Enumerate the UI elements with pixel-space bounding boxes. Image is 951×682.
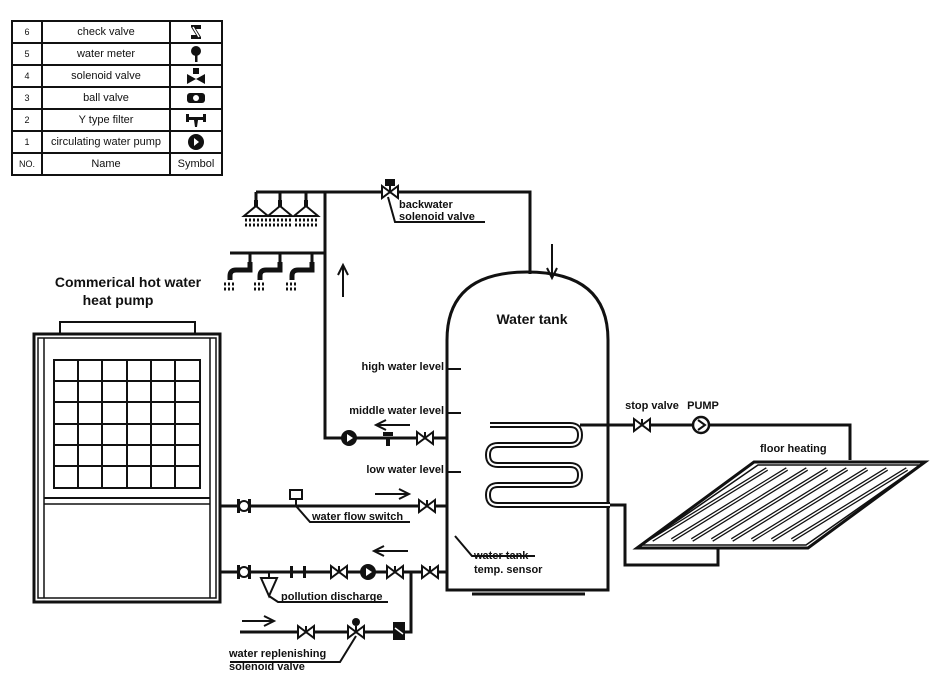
pump-label: PUMP bbox=[687, 400, 719, 412]
stop-valve-icon bbox=[633, 418, 651, 432]
pump-icon bbox=[169, 130, 223, 154]
return-union-icon bbox=[236, 564, 252, 580]
heat-pump-title-line1: Commerical hot water bbox=[55, 274, 202, 290]
legend-name: solenoid valve bbox=[41, 64, 171, 88]
water-flow-switch-label: water flow switch bbox=[311, 511, 403, 523]
supply-ball-valve-icon bbox=[418, 499, 436, 513]
replenish-check-valve-icon bbox=[393, 622, 405, 640]
heat-pump-grille bbox=[53, 359, 201, 489]
legend-no: 5 bbox=[11, 42, 43, 66]
flow-arrow-left-bottom-icon bbox=[371, 545, 408, 557]
pollution-discharge-label: pollution discharge bbox=[281, 591, 382, 603]
stop-valve-label: stop valve bbox=[625, 400, 679, 412]
temp-sensor-label-line2: temp. sensor bbox=[474, 564, 543, 576]
legend-name: water meter bbox=[41, 42, 171, 66]
floor-heating-supply-pipe bbox=[580, 423, 852, 460]
y-filter-icon bbox=[169, 108, 223, 132]
legend-name: circulating water pump bbox=[41, 130, 171, 154]
replenish-label-line1: water replenishing bbox=[228, 648, 326, 660]
faucet-2-icon bbox=[254, 262, 280, 289]
heat-pump-title-line2: heat pump bbox=[83, 292, 154, 308]
bottom-y-filter-icon bbox=[290, 566, 306, 578]
return-pump-icon bbox=[341, 430, 357, 446]
replenish-ball-valve-icon bbox=[297, 625, 315, 639]
legend-name: check valve bbox=[41, 20, 171, 44]
floor-pump-icon bbox=[691, 415, 711, 435]
flow-arrow-left-icon bbox=[373, 419, 410, 431]
backwater-label-line2: solenoid valve bbox=[399, 211, 475, 223]
supply-union-icon bbox=[236, 498, 252, 514]
flow-arrow-up-icon bbox=[337, 262, 349, 297]
shower-head-2-icon bbox=[266, 198, 294, 227]
backwater-leader bbox=[387, 196, 485, 223]
legend-no: 2 bbox=[11, 108, 43, 132]
faucet-1-icon bbox=[224, 262, 250, 289]
shower-head-1-icon bbox=[242, 198, 270, 227]
water-flow-switch-icon bbox=[289, 489, 303, 506]
replenish-label-line2: solenoid valve bbox=[229, 661, 305, 673]
water-tank bbox=[445, 270, 610, 596]
water-meter-icon bbox=[169, 42, 223, 66]
legend-header-no: NO. bbox=[11, 152, 43, 176]
legend-table: 6 check valve 5 water meter 4 solenoid v… bbox=[11, 20, 223, 176]
backwater-solenoid-valve-icon bbox=[381, 179, 399, 199]
circulating-pump-icon bbox=[360, 564, 376, 580]
middle-water-level-label: middle water level bbox=[349, 405, 444, 417]
bottom-ball-valve-icon bbox=[330, 565, 348, 579]
high-water-level-label: high water level bbox=[361, 361, 444, 373]
legend-no: 1 bbox=[11, 130, 43, 154]
legend-name: ball valve bbox=[41, 86, 171, 110]
hot-water-supply-pipes bbox=[230, 190, 532, 440]
low-water-level-label: low water level bbox=[366, 464, 444, 476]
floor-heating-return-pipe bbox=[610, 503, 720, 567]
replenish-solenoid-valve-icon bbox=[347, 618, 365, 639]
shower-head-3-icon bbox=[292, 198, 320, 227]
pollution-leader bbox=[268, 595, 388, 603]
heat-pump-unit bbox=[32, 321, 222, 604]
legend-row: 3 ball valve bbox=[11, 86, 223, 110]
flow-arrow-right-icon bbox=[375, 488, 412, 500]
temp-sensor-label-line1: water tank bbox=[473, 550, 529, 562]
floor-heating-label: floor heating bbox=[760, 443, 827, 455]
ball-valve-icon bbox=[169, 86, 223, 110]
water-tank-title: Water tank bbox=[496, 311, 567, 327]
legend-header-row: NO. Name Symbol bbox=[11, 152, 223, 176]
flow-arrow-replenish-icon bbox=[242, 615, 277, 627]
return-y-filter-icon bbox=[383, 432, 393, 446]
legend-row: 4 solenoid valve bbox=[11, 64, 223, 88]
legend-header-symbol: Symbol bbox=[169, 152, 223, 176]
legend-no: 4 bbox=[11, 64, 43, 88]
faucet-3-icon bbox=[286, 262, 312, 289]
pollution-ball-valve-icon bbox=[259, 572, 279, 599]
floor-heating-panel bbox=[632, 460, 930, 550]
bottom-check-valve-icon bbox=[386, 565, 404, 579]
legend-name: Y type filter bbox=[41, 108, 171, 132]
temp-sensor-leader bbox=[454, 535, 535, 557]
legend-header-name: Name bbox=[41, 152, 171, 176]
legend-row: 2 Y type filter bbox=[11, 108, 223, 132]
solenoid-valve-icon bbox=[169, 64, 223, 88]
return-ball-valve-icon bbox=[416, 431, 434, 445]
flow-arrow-down-icon bbox=[546, 244, 558, 281]
backwater-label-line1: backwater bbox=[399, 199, 454, 211]
legend-row: 1 circulating water pump bbox=[11, 130, 223, 154]
legend-no: 6 bbox=[11, 20, 43, 44]
legend-no: 3 bbox=[11, 86, 43, 110]
legend-row: 5 water meter bbox=[11, 42, 223, 66]
tank-outlet-valve-icon bbox=[421, 565, 439, 579]
check-valve-icon bbox=[169, 20, 223, 44]
replenish-leader bbox=[230, 635, 357, 663]
legend-row: 6 check valve bbox=[11, 20, 223, 44]
flow-switch-leader bbox=[295, 505, 410, 523]
